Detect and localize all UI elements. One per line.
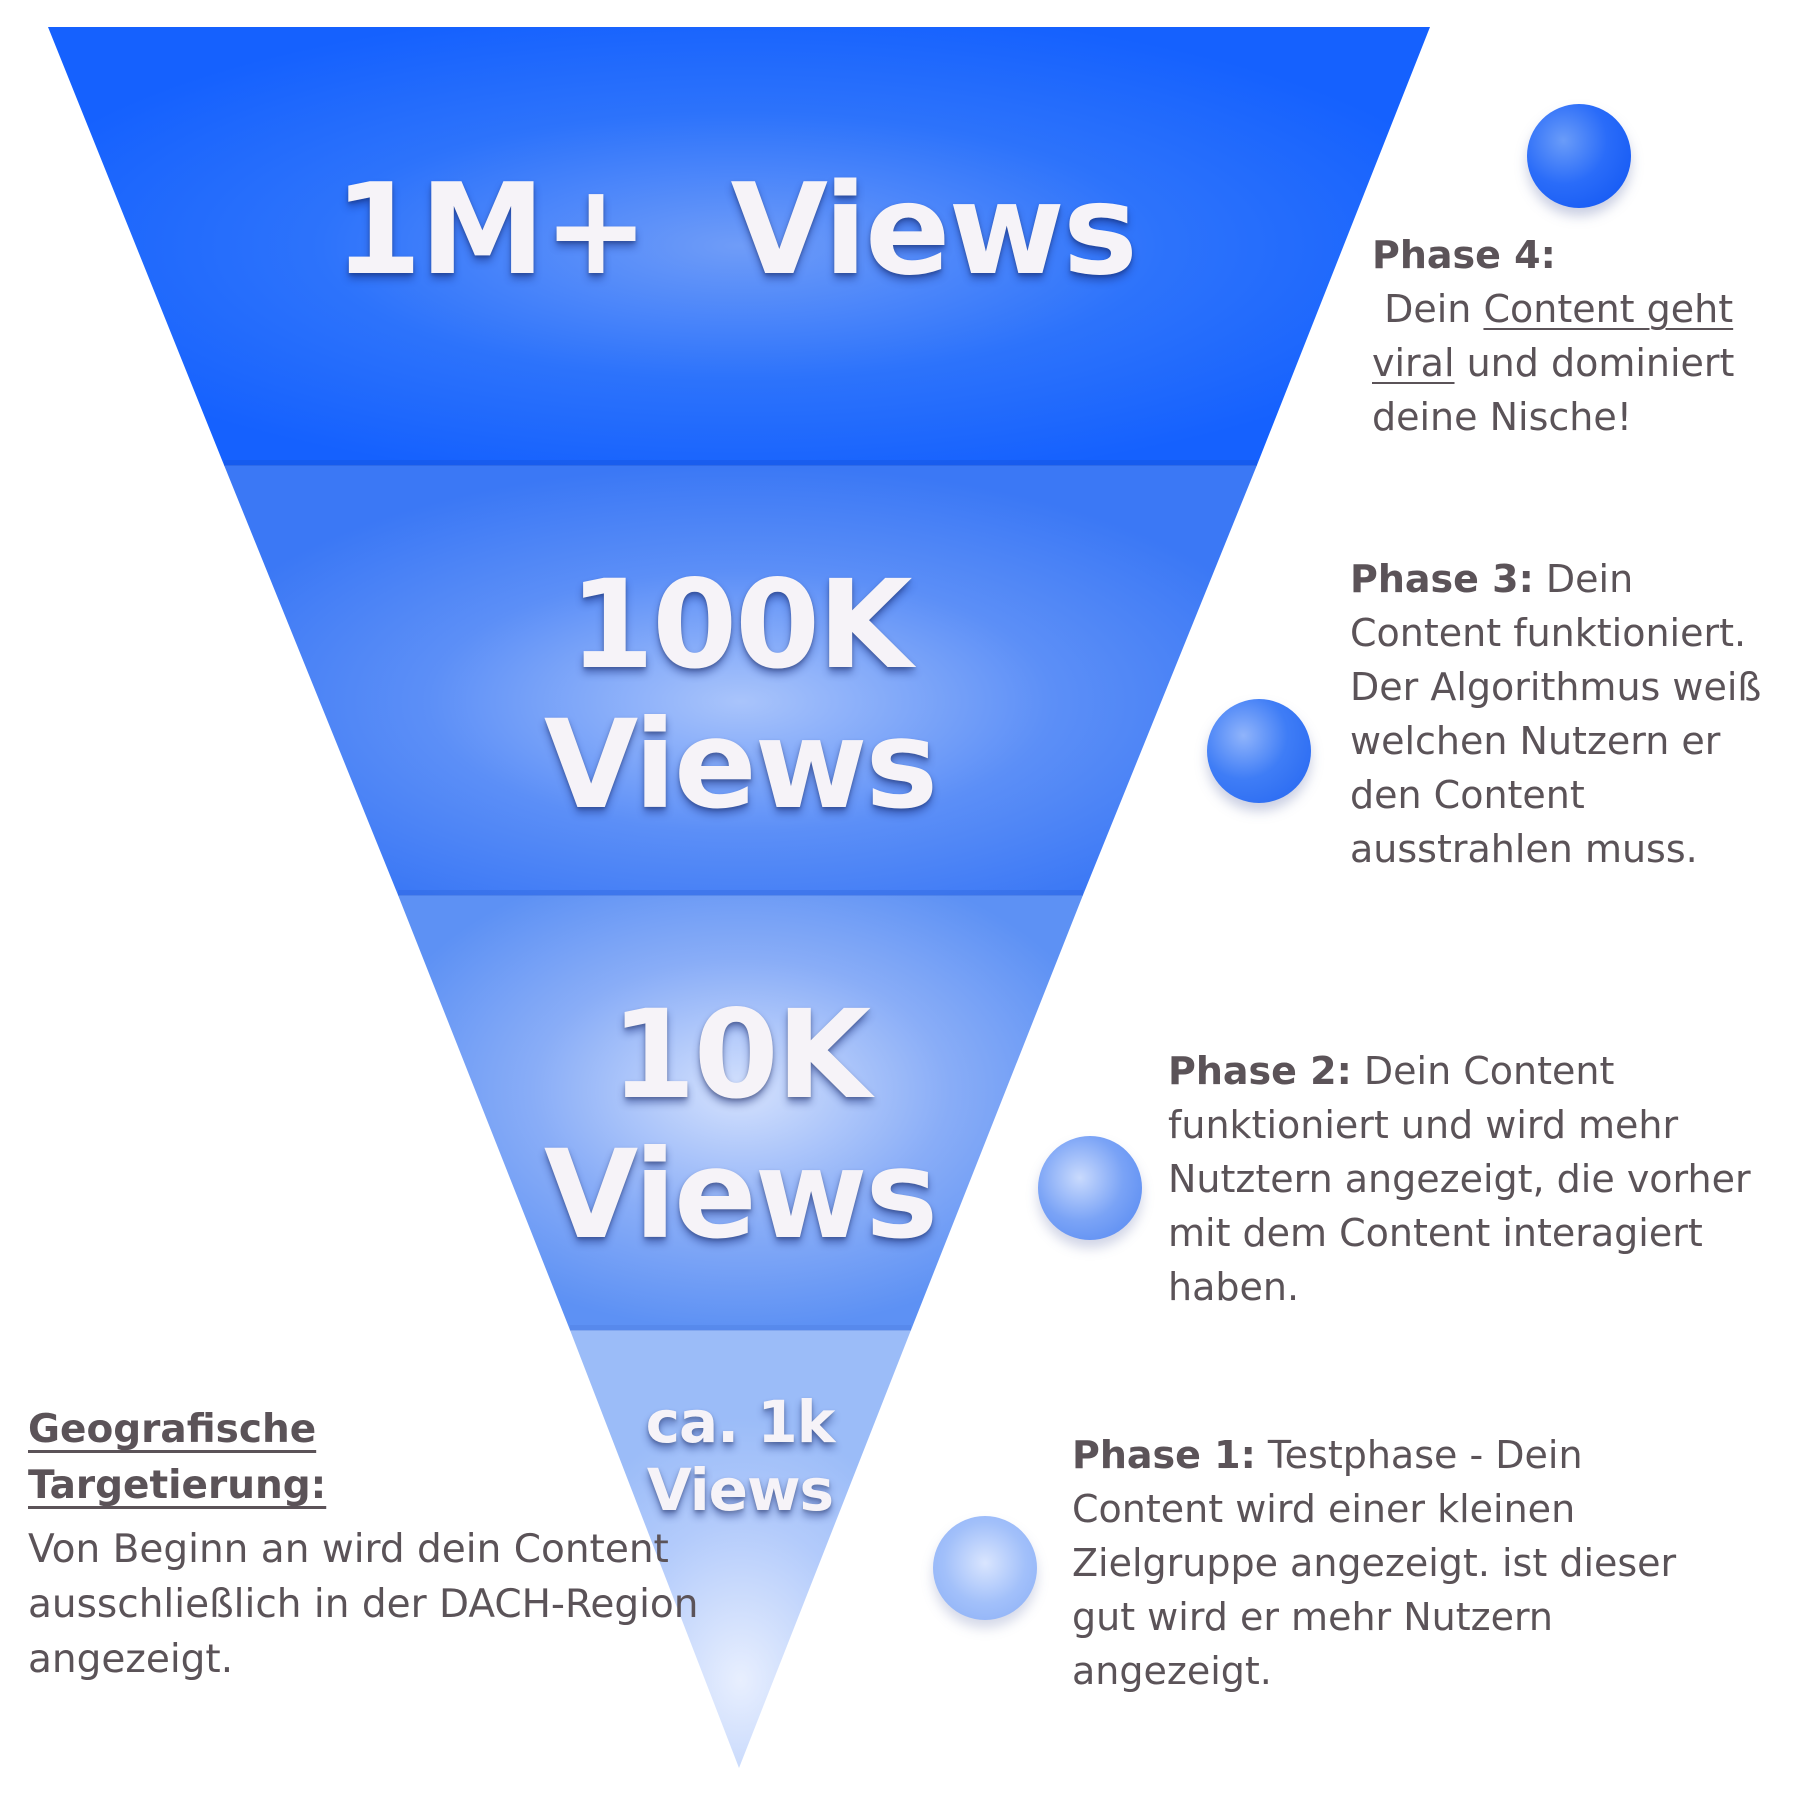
tier-divider bbox=[570, 1325, 911, 1331]
tier-label-100k-line2: Views bbox=[543, 694, 938, 836]
phase1-label: Phase 1: bbox=[1072, 1433, 1256, 1477]
geo-targeting-title: Geografische Targetierung: bbox=[28, 1407, 327, 1508]
tier-label-10k: 10K Views bbox=[480, 985, 1000, 1265]
tier-label-1k-line2: Views bbox=[646, 1456, 834, 1524]
tier-label-1m-line1: 1M+ Views bbox=[334, 156, 1138, 303]
tier-label-10k-line2: Views bbox=[543, 1124, 938, 1266]
phase4-marker-icon bbox=[1527, 104, 1631, 208]
phase3-marker-icon bbox=[1207, 699, 1311, 803]
phase2-marker-icon bbox=[1038, 1136, 1142, 1240]
geo-targeting-description: Von Beginn an wird dein Content ausschli… bbox=[28, 1527, 699, 1682]
tier-label-1k-line1: ca. 1k bbox=[645, 1388, 836, 1456]
phase2-label: Phase 2: bbox=[1168, 1049, 1352, 1093]
phase3-description: Phase 3: Dein Content funktioniert. Der … bbox=[1350, 552, 1790, 876]
phase4-viral-link: Content geht viral bbox=[1372, 287, 1734, 385]
funnel-tier-1k bbox=[570, 1330, 911, 1768]
phase3-label: Phase 3: bbox=[1350, 557, 1534, 601]
funnel-tier-10k bbox=[398, 895, 1083, 1330]
funnel-tier-100k bbox=[224, 465, 1257, 895]
tier-label-1k: ca. 1k Views bbox=[590, 1388, 890, 1524]
tier-label-1m: 1M+ Views bbox=[330, 160, 1140, 300]
funnel-tier-1m bbox=[48, 27, 1430, 465]
tier-divider bbox=[224, 460, 1257, 466]
phase3-text: Dein Content funktioniert. Der Algorithm… bbox=[1350, 557, 1762, 871]
phase4-text-before: Dein bbox=[1372, 287, 1484, 331]
phase4-label: Phase 4: bbox=[1372, 233, 1556, 277]
phase1-description: Phase 1: Testphase - Dein Content wird e… bbox=[1072, 1428, 1712, 1698]
phase1-text: Testphase - Dein Content wird einer klei… bbox=[1072, 1433, 1677, 1693]
phase2-description: Phase 2: Dein Content funktioniert und w… bbox=[1168, 1044, 1798, 1314]
phase2-text: Dein Content funktioniert und wird mehr … bbox=[1168, 1049, 1751, 1309]
phase4-text-after: und dominiert deine Nische! bbox=[1372, 341, 1735, 439]
phase4-description: Phase 4: Dein Content geht viral und dom… bbox=[1372, 228, 1792, 444]
tier-divider bbox=[398, 890, 1083, 896]
tier-label-100k-line1: 100K bbox=[569, 554, 912, 696]
tier-label-100k: 100K Views bbox=[440, 555, 1040, 835]
phase1-marker-icon bbox=[933, 1516, 1037, 1620]
tier-label-10k-line1: 10K bbox=[610, 984, 871, 1126]
